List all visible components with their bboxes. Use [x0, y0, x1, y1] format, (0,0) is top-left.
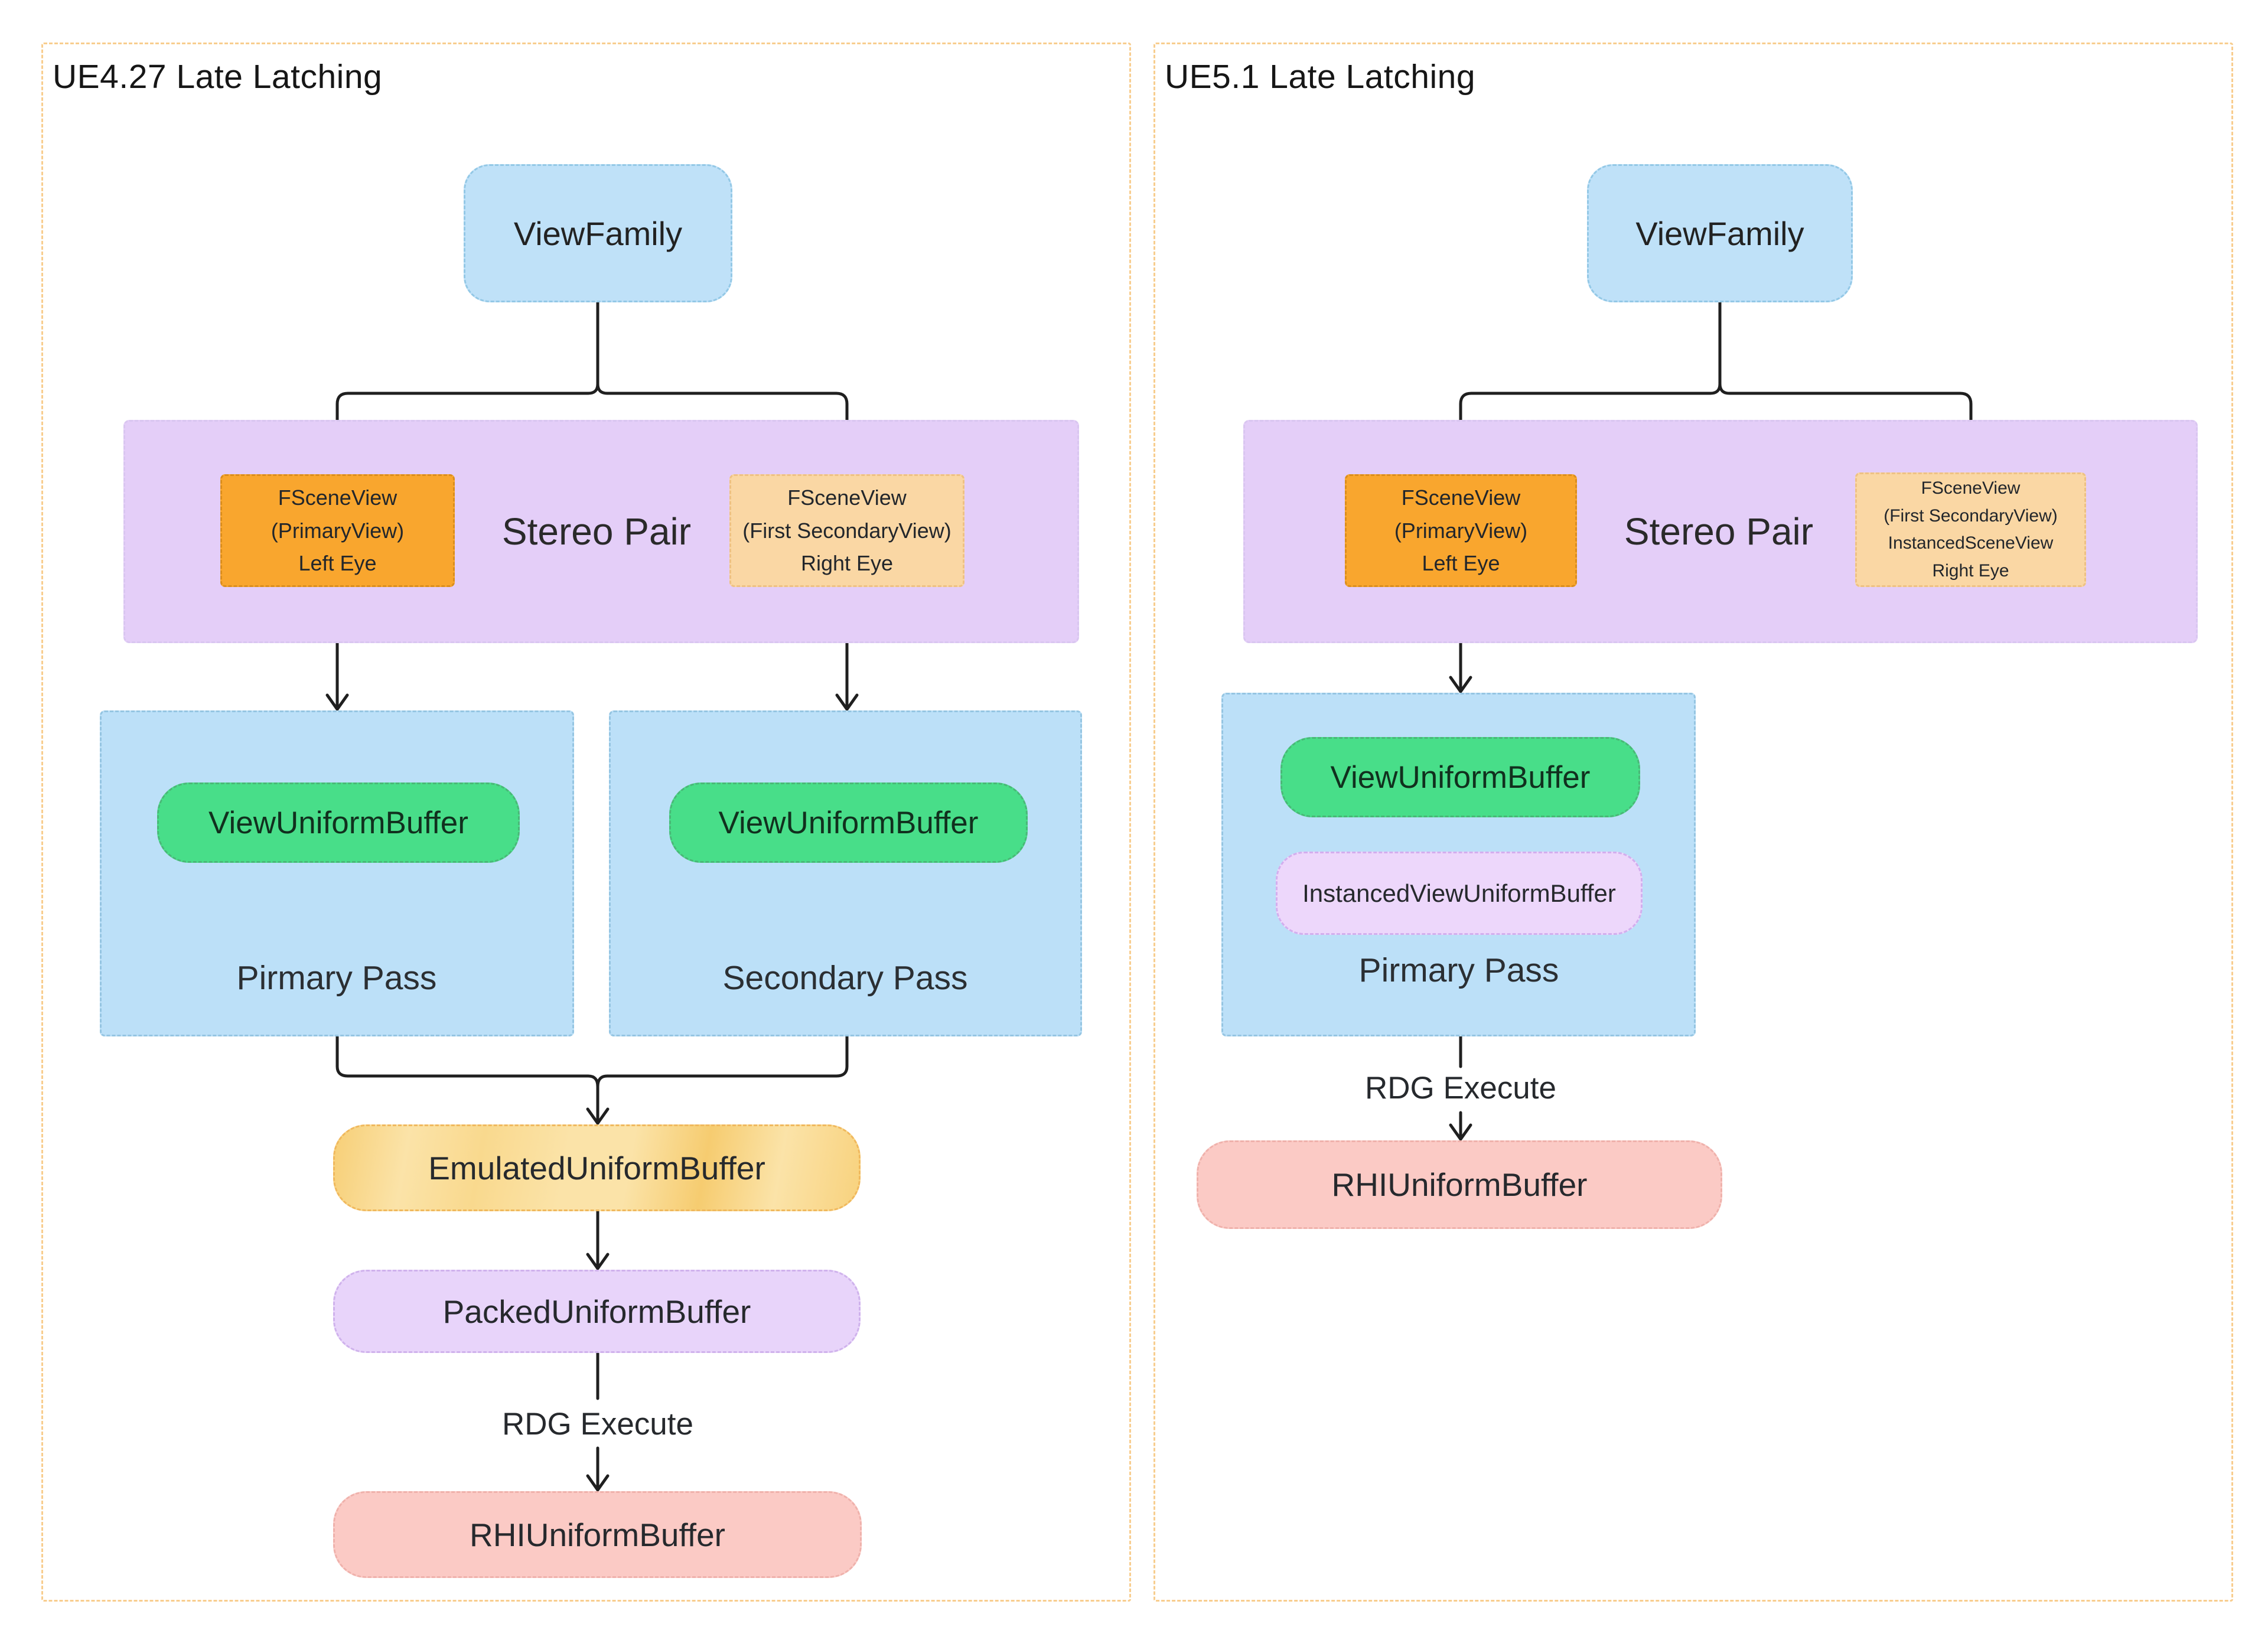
secondary-pass-label-left: Secondary Pass	[722, 959, 968, 997]
node-packed-uniform-buffer: PackedUniformBuffer	[333, 1270, 861, 1353]
node-view-uniform-buffer-primary: ViewUniformBuffer	[157, 782, 520, 863]
node-view-uniform-buffer-secondary: ViewUniformBuffer	[669, 782, 1028, 863]
rdg-execute-label-left: RDG Execute	[501, 1406, 693, 1442]
node-instanced-view-uniform-buffer: InstancedViewUniformBuffer	[1276, 852, 1643, 935]
stereo-pair-label-right: Stereo Pair	[1624, 510, 1814, 553]
node-secondary-pass-left	[609, 710, 1082, 1036]
fsceneview-line: (PrimaryView)	[1394, 518, 1528, 543]
primary-pass-label-right: Pirmary Pass	[1358, 951, 1559, 989]
fsceneview-line: FSceneView	[787, 485, 907, 510]
primary-pass-label-left: Pirmary Pass	[236, 959, 437, 997]
fsceneview-line: (First SecondaryView)	[742, 518, 951, 543]
panel-title-ue427: UE4.27 Late Latching	[53, 58, 383, 96]
panel-title-ue51: UE5.1 Late Latching	[1165, 58, 1476, 96]
node-fsceneview-primary-left: FSceneView (PrimaryView) Left Eye	[220, 474, 455, 587]
node-view-uniform-buffer-right: ViewUniformBuffer	[1280, 737, 1640, 817]
node-rhi-uniform-buffer-left: RHIUniformBuffer	[333, 1491, 862, 1578]
node-primary-pass-left	[100, 710, 574, 1036]
fsceneview-line: Left Eye	[1422, 551, 1500, 576]
panel-ue427: UE4.27 Late Latching	[41, 43, 1131, 1602]
node-fsceneview-secondary-right: FSceneView (First SecondaryView) Instanc…	[1855, 472, 2086, 587]
fsceneview-line: InstancedSceneView	[1888, 533, 2054, 553]
node-rhi-uniform-buffer-right: RHIUniformBuffer	[1197, 1140, 1722, 1229]
fsceneview-line: (PrimaryView)	[271, 518, 405, 543]
node-viewfamily-left: ViewFamily	[464, 164, 732, 302]
fsceneview-line: FSceneView	[278, 485, 397, 510]
rdg-execute-label-right: RDG Execute	[1364, 1070, 1556, 1106]
panel-ue51: UE5.1 Late Latching	[1153, 43, 2233, 1602]
node-emulated-uniform-buffer: EmulatedUniformBuffer	[333, 1124, 861, 1211]
fsceneview-line: Left Eye	[298, 551, 377, 576]
node-fsceneview-primary-right: FSceneView (PrimaryView) Left Eye	[1345, 474, 1577, 587]
node-fsceneview-secondary-left: FSceneView (First SecondaryView) Right E…	[729, 474, 964, 587]
stereo-pair-label-left: Stereo Pair	[501, 510, 692, 553]
node-viewfamily-right: ViewFamily	[1587, 164, 1853, 302]
fsceneview-line: Right Eye	[1932, 560, 2009, 581]
fsceneview-line: (First SecondaryView)	[1884, 506, 2058, 526]
fsceneview-line: Right Eye	[800, 551, 894, 576]
fsceneview-line: FSceneView	[1921, 478, 2021, 498]
fsceneview-line: FSceneView	[1401, 485, 1521, 510]
